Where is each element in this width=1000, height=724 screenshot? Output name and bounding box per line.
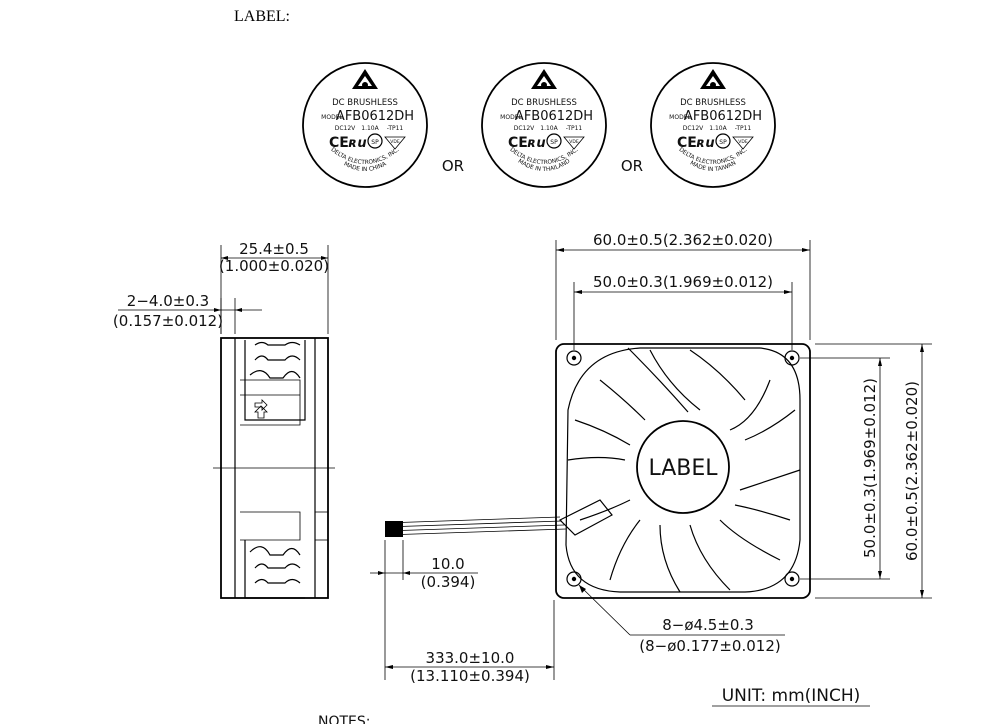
csa-mark-icon: SP — [715, 133, 731, 149]
label-suffix: -TP11 — [566, 125, 583, 132]
product-label-3: DC BRUSHLESS MODEL AFB0612DH DC12V 1.10A… — [650, 62, 776, 188]
flange-dimension: 2−4.0±0.3 (0.157±0.012) — [113, 292, 262, 334]
airflow-arrow-icon — [254, 399, 268, 411]
delta-logo-icon — [531, 69, 557, 89]
width-mm: 60.0±0.5(2.362±0.020) — [593, 231, 773, 249]
ul-mark-icon: ʀu — [696, 136, 715, 151]
label-line1: DC BRUSHLESS — [680, 98, 746, 108]
vertical-hole-span-dimension: 50.0±0.3(1.969±0.012) — [800, 357, 890, 580]
width-dimension: 60.0±0.5(2.362±0.020) — [555, 231, 811, 340]
vde-mark-icon: VDE — [563, 136, 585, 150]
label-rating-v: DC12V — [514, 125, 535, 132]
rotation-arrow-icon — [254, 405, 268, 419]
label-model: AFB0612DH — [684, 109, 762, 124]
lead-in: (13.110±0.394) — [410, 667, 530, 685]
label-line1: DC BRUSHLESS — [511, 98, 577, 108]
svg-text:SP: SP — [371, 139, 379, 146]
csa-mark-icon: SP — [546, 133, 562, 149]
svg-text:VDE: VDE — [738, 139, 748, 145]
ce-mark-icon: CE — [677, 135, 697, 151]
label-rating-v: DC12V — [335, 125, 356, 132]
or-text-2: OR — [621, 157, 643, 175]
hole-mm: 8−ø4.5±0.3 — [662, 616, 754, 634]
label-rating-a: 1.10A — [361, 125, 379, 132]
label-rating-a: 1.10A — [540, 125, 558, 132]
strip-mm: 10.0 — [431, 555, 464, 573]
vde-mark-icon: VDE — [732, 136, 754, 150]
height-dimension: 60.0±0.5(2.362±0.020) — [815, 343, 932, 599]
lead-wires — [384, 516, 567, 537]
fan-side-view — [213, 337, 335, 599]
hole-in: (8−ø0.177±0.012) — [639, 637, 780, 655]
ce-mark-icon: CE — [508, 135, 528, 151]
ul-mark-icon: ʀu — [527, 136, 546, 151]
label-origin-arc: MADE IN CHINA — [343, 161, 388, 173]
svg-text:ʀu: ʀu — [348, 136, 367, 151]
label-model-prefix: MODEL — [500, 114, 522, 121]
svg-text:CE: CE — [677, 135, 697, 151]
label-model: AFB0612DH — [515, 109, 593, 124]
label-line1: DC BRUSHLESS — [332, 98, 398, 108]
svg-text:CE: CE — [508, 135, 528, 151]
svg-text:ʀu: ʀu — [696, 136, 715, 151]
vde-mark-icon: VDE — [384, 136, 406, 150]
flange-in: (0.157±0.012) — [113, 312, 223, 330]
delta-logo-icon — [352, 69, 378, 89]
strip-length-dimension: 10.0 (0.394) — [370, 540, 478, 680]
label-suffix: -TP11 — [387, 125, 404, 132]
product-label-2: DC BRUSHLESS MODEL AFB0612DH DC12V 1.10A… — [481, 62, 607, 188]
label-rating-a: 1.10A — [709, 125, 727, 132]
depth-mm: 25.4±0.5 — [239, 240, 309, 258]
svg-text:ʀu: ʀu — [527, 136, 546, 151]
unit-text: UNIT: mm(INCH) — [722, 686, 861, 706]
svg-text:VDE: VDE — [390, 139, 400, 145]
or-text-1: OR — [442, 157, 464, 175]
flange-mm: 2−4.0±0.3 — [127, 292, 209, 310]
label-origin: MADE IN CHINA — [343, 161, 388, 173]
depth-dimension: 25.4±0.5 (1.000±0.020) — [219, 240, 329, 334]
hole-span-v: 50.0±0.3(1.969±0.012) — [861, 378, 879, 558]
label-model-prefix: MODEL — [669, 114, 691, 121]
hole-callout: 8−ø4.5±0.3 (8−ø0.177±0.012) — [578, 584, 785, 655]
csa-mark-icon: SP — [367, 133, 383, 149]
ce-mark-icon: CE — [329, 135, 349, 151]
label-model-prefix: MODEL — [321, 114, 343, 121]
label-model: AFB0612DH — [336, 109, 414, 124]
delta-logo-icon — [700, 69, 726, 89]
height-mm: 60.0±0.5(2.362±0.020) — [903, 381, 921, 561]
lead-length-dimension: 333.0±10.0 (13.110±0.394) — [385, 600, 555, 685]
strip-in: (0.394) — [421, 573, 476, 591]
svg-text:VDE: VDE — [569, 139, 579, 145]
depth-in: (1.000±0.020) — [219, 257, 329, 275]
hole-span-dimension: 50.0±0.3(1.969±0.012) — [573, 273, 793, 350]
mounting-hole-icon — [566, 350, 800, 587]
svg-text:CE: CE — [329, 135, 349, 151]
label-suffix: -TP11 — [735, 125, 752, 132]
lead-mm: 333.0±10.0 — [426, 649, 515, 667]
svg-text:SP: SP — [550, 139, 558, 146]
product-label-1: DC BRUSHLESS MODEL AFB0612DH DC12V 1.10A… — [302, 62, 428, 188]
hub-label: LABEL — [648, 456, 718, 481]
label-rating-v: DC12V — [683, 125, 704, 132]
fan-front-view: LABEL — [555, 343, 811, 599]
hole-span-mm: 50.0±0.3(1.969±0.012) — [593, 273, 773, 291]
notes-heading: NOTES: — [318, 714, 371, 724]
ul-mark-icon: ʀu — [348, 136, 367, 151]
svg-text:SP: SP — [719, 139, 727, 146]
label-heading: LABEL: — [234, 8, 290, 25]
